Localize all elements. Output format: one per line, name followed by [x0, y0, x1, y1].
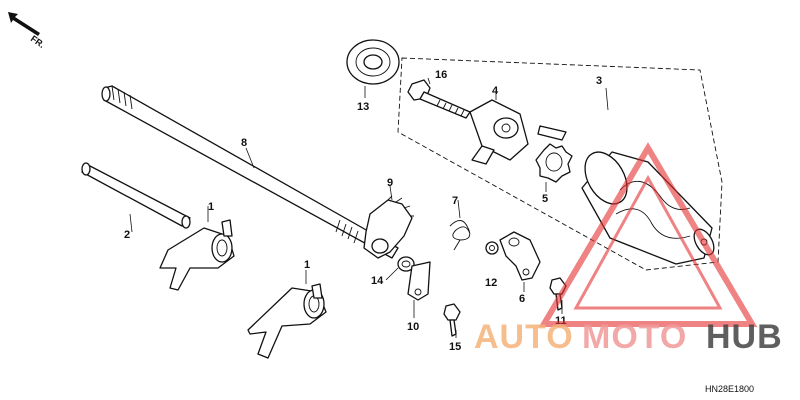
front-direction-arrow: FR. — [8, 12, 46, 50]
part-4-drum-center — [469, 99, 567, 165]
part-7-spring — [449, 220, 471, 251]
callout-5: 5 — [542, 193, 548, 205]
callout-4: 4 — [492, 85, 499, 97]
part-16-bolt — [407, 79, 471, 119]
watermark-hub: HUB — [706, 318, 783, 356]
callout-9: 9 — [387, 177, 393, 189]
part-13-bearing — [346, 39, 400, 85]
part-5-star-gear — [535, 143, 573, 183]
part-6-stopper-arm — [499, 231, 541, 281]
callout-2: 2 — [124, 229, 130, 241]
part-3-shift-drum — [581, 151, 715, 265]
callout-1-left: 1 — [208, 201, 214, 213]
part-9-gear-segment — [363, 195, 414, 259]
callout-6: 6 — [519, 293, 525, 305]
part-1-shift-fork-right — [247, 283, 327, 359]
part-15-bolt — [443, 303, 461, 337]
callout-15: 15 — [449, 341, 461, 353]
watermark-moto: MOTO — [582, 318, 687, 356]
drawing-code: HN28E1800 — [705, 384, 754, 394]
callout-3: 3 — [596, 75, 602, 87]
part-14-collar — [397, 256, 415, 272]
callout-13: 13 — [357, 101, 369, 113]
watermark-auto: AUTO — [474, 318, 574, 356]
callout-7: 7 — [452, 195, 458, 207]
callout-1-right: 1 — [304, 259, 310, 271]
watermark-text: AUTO MOTO HUB — [474, 318, 783, 356]
part-2-short-shaft — [81, 162, 191, 229]
part-1-shift-fork-left — [159, 219, 235, 291]
part-10-plate — [407, 261, 431, 301]
part-12-washer — [485, 241, 499, 255]
callout-8: 8 — [241, 137, 247, 149]
callout-10: 10 — [407, 321, 419, 333]
fr-label: FR. — [29, 33, 47, 50]
part-8-fork-shaft — [101, 85, 399, 259]
watermark-triangle-logo — [538, 142, 758, 327]
callout-12: 12 — [485, 277, 497, 289]
callout-16: 16 — [435, 69, 447, 81]
callout-14: 14 — [371, 275, 384, 287]
